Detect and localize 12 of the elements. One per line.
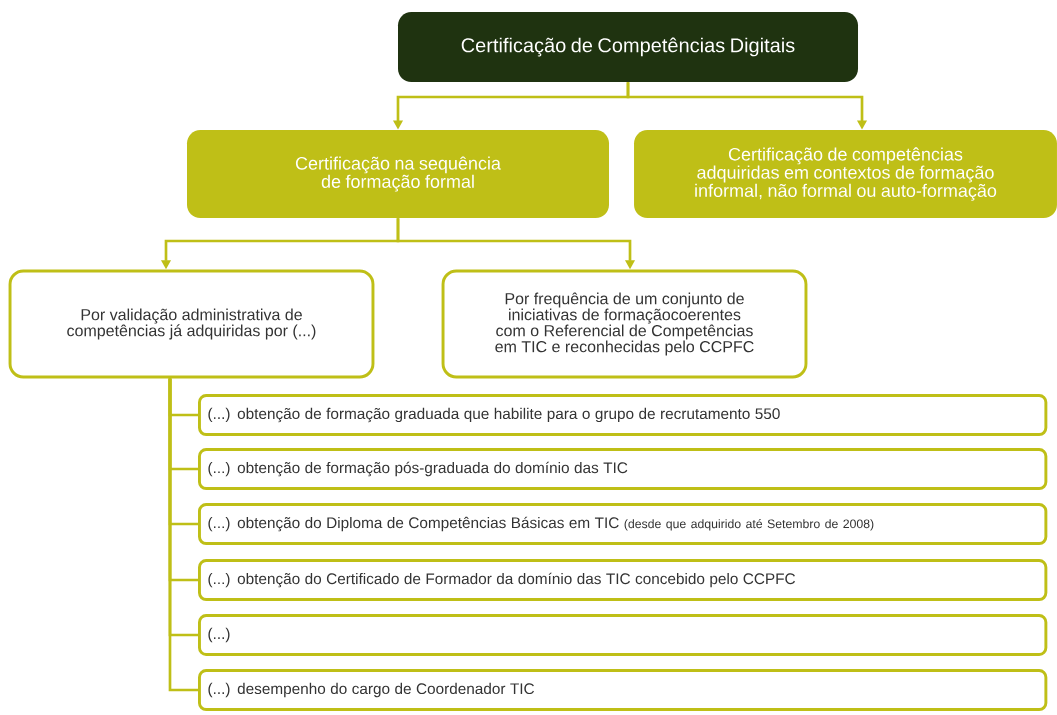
- connector-line: [168, 378, 198, 692]
- heading-box: Certificação de Competências Digitais: [398, 12, 858, 82]
- item-box: (...) obtenção de formação pós-graduada do domínio das TIC: [198, 448, 1048, 490]
- item-box: (...) obtenção do Certificado de Formador da domínio das TIC concebido pelo CCPFC: [198, 559, 1048, 601]
- item-box: (...) obtenção do Diploma de Competências Básicas em TIC (desde que adquirido até Setembro de 2008): [198, 503, 1048, 545]
- category-box: Certificação de competências adquiridas em contextos de formação informal, não formal ou auto-formação: [634, 130, 1057, 218]
- item-box: (...) desempenho do cargo de Coordenador TIC: [198, 669, 1048, 711]
- item-box: (...): [198, 614, 1048, 656]
- category-box: Certificação na sequência de formação formal: [187, 130, 609, 218]
- item-box: (...) obtenção de formação graduada que habilite para o grupo de recrutamento 550: [198, 394, 1048, 436]
- method-box: Por validação administrativa de competências já adquiridas por (...): [8, 269, 375, 379]
- method-box: Por frequência de um conjunto de iniciativas de formaçãocoerentes com o Referencial de Competências em TIC e reconhecidas pelo CCPFC: [441, 269, 808, 379]
